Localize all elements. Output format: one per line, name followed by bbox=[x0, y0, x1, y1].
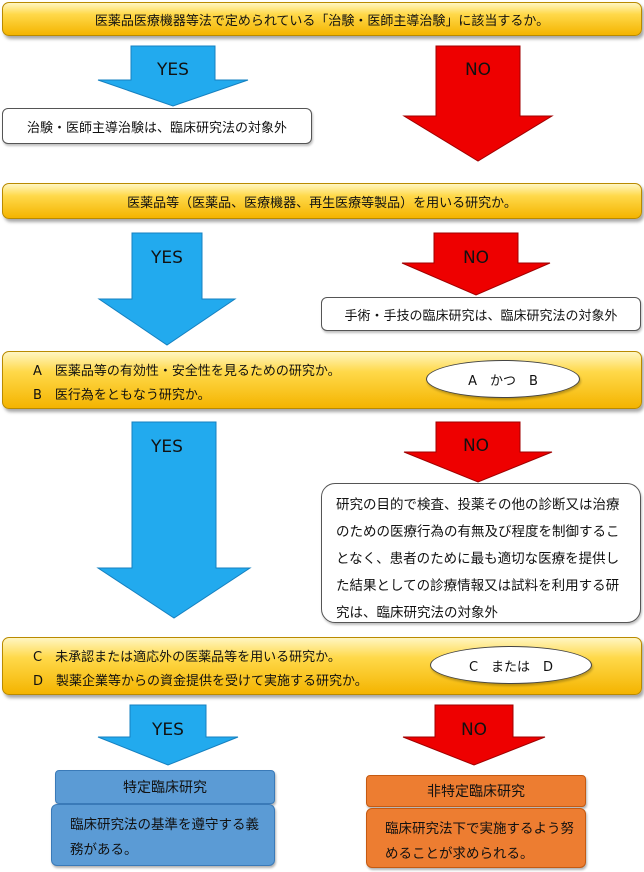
yes-label-2: YES bbox=[151, 248, 183, 268]
no-label-3: NO bbox=[462, 436, 490, 456]
yes-label-1: YES bbox=[157, 60, 189, 80]
no-arrow-3 bbox=[403, 421, 553, 483]
result-procedure-excluded: 手術・手技の臨床研究は、臨床研究法の対象外 bbox=[321, 297, 641, 331]
result-observational-excluded: 研究の目的で検査、投薬その他の診断又は治療のための医療行為の有無及び程度を制御す… bbox=[321, 483, 641, 623]
yes-label-4: YES bbox=[152, 720, 184, 740]
condition-c: C 未承認または適応外の医薬品等を用いる研究か。 bbox=[33, 650, 341, 665]
result-clinical-trial-excluded: 治験・医師主導治験は、臨床研究法の対象外 bbox=[2, 108, 312, 144]
condition-d: D 製薬企業等からの資金提供を受けて実施する研究か。 bbox=[33, 674, 368, 689]
no-arrow-4 bbox=[402, 704, 546, 766]
question-1-text: 医薬品医療機器等法で定められている「治験・医師主導治験」に該当するか。 bbox=[94, 13, 550, 29]
non-specific-clinical-research-body: 臨床研究法下で実施するよう努めることが求められる。 bbox=[366, 808, 586, 868]
condition-b: B 医行為をともなう研究か。 bbox=[33, 388, 211, 403]
yes-arrow-3 bbox=[96, 421, 252, 619]
no-arrow-2 bbox=[401, 232, 551, 296]
no-arrow-1 bbox=[402, 45, 554, 162]
yes-arrow-2 bbox=[97, 232, 237, 346]
non-specific-clinical-research-title: 非特定臨床研究 bbox=[366, 775, 586, 807]
condition-c-or-d: C または D bbox=[430, 646, 592, 684]
no-label-2: NO bbox=[462, 248, 490, 268]
question-2-text: 医薬品等（医薬品、医療機器、再生医療等製品）を用いる研究か。 bbox=[127, 195, 517, 211]
question-2: 医薬品等（医薬品、医療機器、再生医療等製品）を用いる研究か。 bbox=[2, 183, 642, 219]
no-label-4: NO bbox=[460, 720, 488, 740]
yes-arrow-1 bbox=[97, 45, 249, 107]
question-1: 医薬品医療機器等法で定められている「治験・医師主導治験」に該当するか。 bbox=[2, 2, 642, 36]
yes-arrow-4 bbox=[97, 704, 239, 766]
specific-clinical-research-body: 臨床研究法の基準を遵守する義務がある。 bbox=[51, 804, 275, 866]
yes-label-3: YES bbox=[151, 437, 183, 457]
no-label-1: NO bbox=[464, 60, 492, 80]
specific-clinical-research-title: 特定臨床研究 bbox=[55, 770, 275, 804]
condition-a-and-b: A かつ B bbox=[426, 360, 580, 398]
condition-a: A 医薬品等の有効性・安全性を見るための研究か。 bbox=[33, 364, 341, 379]
